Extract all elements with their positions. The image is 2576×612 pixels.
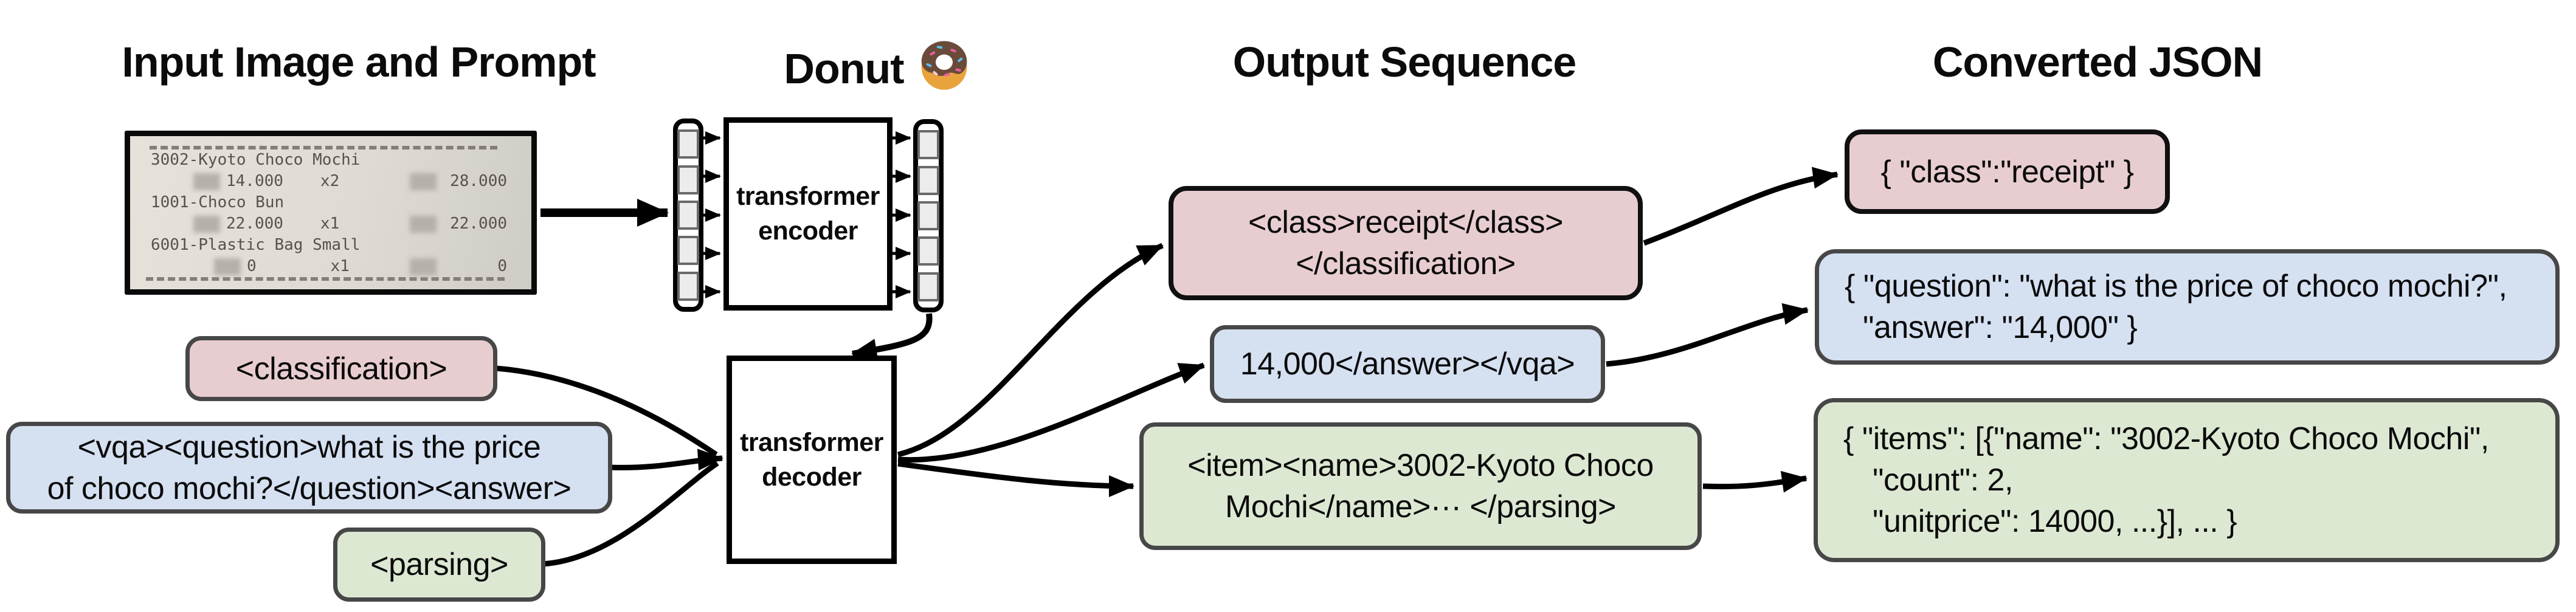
prompt-classification-text: <classification> [235,351,447,387]
json-parsing-line3: "unitprice": 14000, ...}], ... } [1873,504,2237,539]
embedding-token-cell [917,130,939,160]
transformer-encoder-box: transformer encoder [723,117,893,311]
embedding-token-cell [917,272,939,301]
title-input-image-and-prompt: Input Image and Prompt [122,38,596,86]
output-vqa-box: 14,000</answer></vqa> [1210,325,1605,403]
embedding-token-cell [917,236,939,266]
arrow-prompt-classification [496,365,718,457]
receipt-item-name: 6001-Plastic Bag Small [151,236,361,254]
output-classification-line1: <class>receipt</class> [1248,205,1563,240]
receipt-dashed-line-top [150,146,497,150]
receipt-item-price: 0 [247,257,257,275]
redaction-blur [410,173,437,190]
decoder-label-line2: decoder [762,462,862,492]
redaction-blur [214,258,241,275]
prompt-classification-box: <classification> [185,336,497,401]
receipt-item-qty: x1 [330,257,350,275]
prompt-vqa-text-line1: <vqa><question>what is the price [77,429,541,465]
receipt-dashed-line-bottom [146,277,505,281]
receipt-item-total: 28.000 [450,172,507,190]
arrow-prompt-vqa [609,449,723,471]
redaction-blur [410,258,437,275]
redaction-blur [193,173,220,190]
receipt-item-total: 22.000 [450,215,507,233]
json-parsing-line1: { "items": [{"name": "3002-Kyoto Choco M… [1843,421,2489,456]
receipt-item-total: 0 [497,257,507,275]
receipt-item-name: 3002-Kyoto Choco Mochi [151,151,361,169]
output-vqa-text: 14,000</answer></vqa> [1240,346,1575,382]
decoder-label-line1: transformer [740,427,883,457]
output-classification-box: <class>receipt</class> </classification> [1169,186,1643,300]
prompt-vqa-text-line2: of choco mochi?</question><answer> [47,470,571,506]
receipt-item-row: 0 x1 0 [193,256,516,277]
encoder-output-embedding-tokens [913,119,944,312]
json-vqa-box: { "question": "what is the price of choc… [1815,249,2560,365]
prompt-vqa-box: <vqa><question>what is the price of choc… [6,422,612,514]
title-donut: Donut [702,35,1055,103]
arrow-vqa-output-to-json [1606,303,1809,367]
receipt-item-row: 14.000 x2 28.000 [193,171,516,192]
arrow-decoder-to-parsing-output [897,461,1134,497]
patch-token-cell [677,200,699,230]
arrow-class-output-to-json [1643,167,1839,246]
json-classification-box: { "class":"receipt" } [1845,129,2170,214]
prompt-parsing-text: <parsing> [370,547,508,582]
title-converted-json: Converted JSON [1932,38,2263,86]
patch-token-cell [677,129,699,159]
arrow-prompt-parsing [542,461,719,567]
encoder-label-line2: encoder [758,216,858,246]
receipt-item-name: 1001-Choco Bun [151,193,285,211]
redaction-blur [193,215,220,233]
output-parsing-line1: <item><name>3002-Kyoto Choco [1187,448,1654,483]
patch-token-cell [677,271,699,301]
prompt-parsing-box: <parsing> [333,528,545,602]
arrow-parsing-output-to-json [1702,470,1808,493]
arrow-decoder-to-vqa-output [897,362,1205,463]
output-classification-line2: </classification> [1296,246,1516,281]
redaction-blur [410,215,437,233]
embedding-token-cell [917,201,939,230]
receipt-item-price: 22.000 [226,215,283,233]
title-output-sequence: Output Sequence [1232,38,1576,86]
title-donut-label: Donut [784,45,904,92]
encoder-input-patch-tokens [673,119,703,312]
encoder-label-line1: transformer [736,182,880,211]
receipt-item-row: 22.000 x1 22.000 [193,213,516,235]
json-classification-text: { "class":"receipt" } [1880,154,2134,190]
receipt-item-price: 14.000 [226,172,283,190]
arrow-decoder-to-class-output [897,242,1164,458]
json-vqa-line2: "answer": "14,000" } [1863,310,2138,345]
json-parsing-line2: "count": 2, [1873,462,2013,498]
patch-token-cell [677,165,699,194]
receipt-item-qty: x2 [320,172,340,190]
arrow-encoder-to-decoder [851,313,933,361]
embedding-token-cell [917,165,939,195]
json-vqa-line1: { "question": "what is the price of choc… [1845,269,2507,304]
json-parsing-box: { "items": [{"name": "3002-Kyoto Choco M… [1814,398,2560,562]
receipt-item-qty: x1 [320,215,340,233]
transformer-decoder-box: transformer decoder [727,356,897,564]
input-receipt-image: 3002-Kyoto Choco Mochi 14.000 x2 28.000 … [125,131,537,295]
output-parsing-line2: Mochi</name>··· </parsing> [1224,489,1617,524]
donut-emoji-icon [915,35,973,103]
output-parsing-box: <item><name>3002-Kyoto Choco Mochi</name… [1139,422,1702,550]
patch-token-cell [677,236,699,266]
